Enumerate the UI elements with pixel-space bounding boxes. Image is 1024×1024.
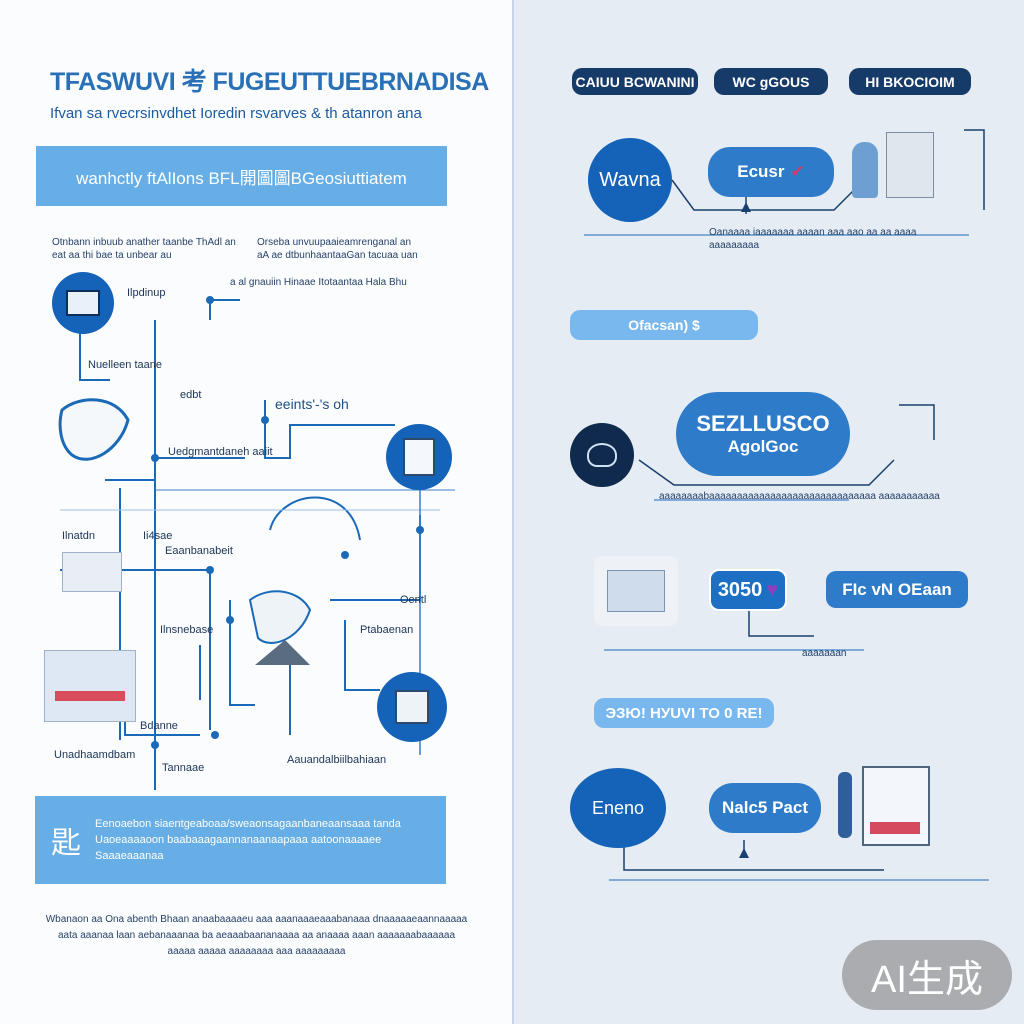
node-label-2: Nuelleen taane xyxy=(88,359,163,371)
check-icon: ✔ xyxy=(790,162,805,181)
footer-text: Wbanaon aa Ona abenth Bhaan anaabaaaaeu … xyxy=(45,914,468,957)
node-label-15: Aauandalbiilbahiaan xyxy=(287,754,387,766)
tab-3[interactable]: HI BKOCIOIM xyxy=(849,68,971,95)
chinese-glyph-icon: 匙 xyxy=(51,827,81,860)
row1-caption: Oanaaaa iaaaaaaa aaaan aaa aao aa aa aaa… xyxy=(709,227,917,251)
right-connector-lines xyxy=(584,129,989,881)
tab-1[interactable]: CAIUU BCWANINI xyxy=(572,68,698,95)
right-panel: CAIUU BCWANINI WC gGOUS HI BKOCIOIM Wavn… xyxy=(512,0,1024,1024)
section-label: Ofacsan) $ xyxy=(570,310,758,340)
row1-pill: Ecusr ✔ xyxy=(708,147,834,197)
node-label-7: Ii4sae xyxy=(143,530,173,542)
node-label-1: Ilpdinup xyxy=(127,287,166,299)
node-label-10: Oentl xyxy=(400,594,427,606)
document-icon xyxy=(403,438,435,476)
node-label-4: eeints'-'s oh xyxy=(275,396,349,412)
left-outline-shape-1 xyxy=(58,398,130,461)
row1-pill-label: Ecusr xyxy=(737,162,785,181)
row2-caption: aaaaaaaabaaaaaaaaaaaaaaaaaaaaaaaaaaaaaa … xyxy=(659,491,940,502)
row2-pill-line2: AgolGoc xyxy=(727,437,799,456)
info-box-text: Eenoaebon siaentgeaboaa/sweaonsagaanbane… xyxy=(95,818,401,862)
row3-caption: aaaaaaan xyxy=(802,648,847,659)
intro-right-text-3: a al gnauiin Hinaae Itotaantaa Hala Bhu xyxy=(230,277,407,288)
page-title: TFASWUVI 考 FUGEUTTUEBRNADISA xyxy=(50,68,489,96)
node-label-5: Uedgmantdaneh aaiit xyxy=(168,446,273,458)
row1-circle: Wavna xyxy=(588,138,672,222)
row4-circle: Eneno xyxy=(570,768,666,848)
screen-thumbnail-2 xyxy=(44,650,136,722)
tab-2[interactable]: WC gGOUS xyxy=(714,68,828,95)
call-to-action-banner[interactable]: ЭЗЮ! НУUVI TO 0 RE! xyxy=(594,698,774,728)
intro-right-text: Orseba unvuupaaieamrenganal an xyxy=(257,237,411,248)
intro-right-text-2: aA ae dtbunhaantaaGan tacuaa uan xyxy=(257,250,418,261)
row2-pill: SEZLLUSCO AgolGoc xyxy=(676,392,850,476)
node-label-14: Tannaae xyxy=(162,762,205,774)
row3-pill: FIc vN OEaan xyxy=(826,571,968,608)
row2-dark-circle xyxy=(570,423,634,487)
row3-value-badge: 3050 ♥ xyxy=(709,569,787,611)
node-label-6: Ilnatdn xyxy=(62,530,96,542)
info-box: 匙 Eenoaebon siaentgeaboaa/sweaonsagaanba… xyxy=(35,796,446,884)
node-label-9: Ilnsnebase xyxy=(160,624,214,636)
device-icon-circle xyxy=(377,672,447,742)
ai-generated-watermark: AI生成 xyxy=(842,940,1012,1010)
left-panel: TFASWUVI 考 FUGEUTTUEBRNADISA Ifvan sa rv… xyxy=(35,68,490,957)
row4-pill: Nalc5 Pact xyxy=(709,783,821,833)
node-label-3: edbt xyxy=(180,389,202,401)
heart-icon: ♥ xyxy=(766,578,779,601)
left-outline-shape-2 xyxy=(248,590,312,644)
row3-value: 3050 xyxy=(717,578,763,601)
node-label-12: Bdanne xyxy=(140,720,178,732)
device-icon xyxy=(395,690,429,724)
monitor-icon-circle xyxy=(52,272,114,334)
intro-left-text: Otnbann inbuub anather taanbe ThAdl an e… xyxy=(52,237,236,261)
node-label-11: Ptabaenan xyxy=(360,624,414,636)
screen-thumbnail-1 xyxy=(62,552,122,592)
monitor-icon xyxy=(66,290,100,316)
row3-printer-illustration xyxy=(594,556,678,626)
helmet-icon xyxy=(587,443,617,467)
page-subtitle: Ifvan sa rvecrsinvdhet Ioredin rsvarves … xyxy=(50,105,422,122)
presenter-with-board-illustration xyxy=(836,762,956,852)
people-with-screen-illustration xyxy=(844,128,944,214)
row2-pill-line1: SEZLLUSCO xyxy=(696,411,830,436)
document-icon-circle xyxy=(386,424,452,490)
node-label-8: Eaanbanabeit xyxy=(165,545,233,557)
top-banner: wanhctly ftAlIons BFL開圖圖BGeosiuttiatem xyxy=(36,146,447,206)
node-label-13: Unadhaamdbam xyxy=(54,749,136,761)
